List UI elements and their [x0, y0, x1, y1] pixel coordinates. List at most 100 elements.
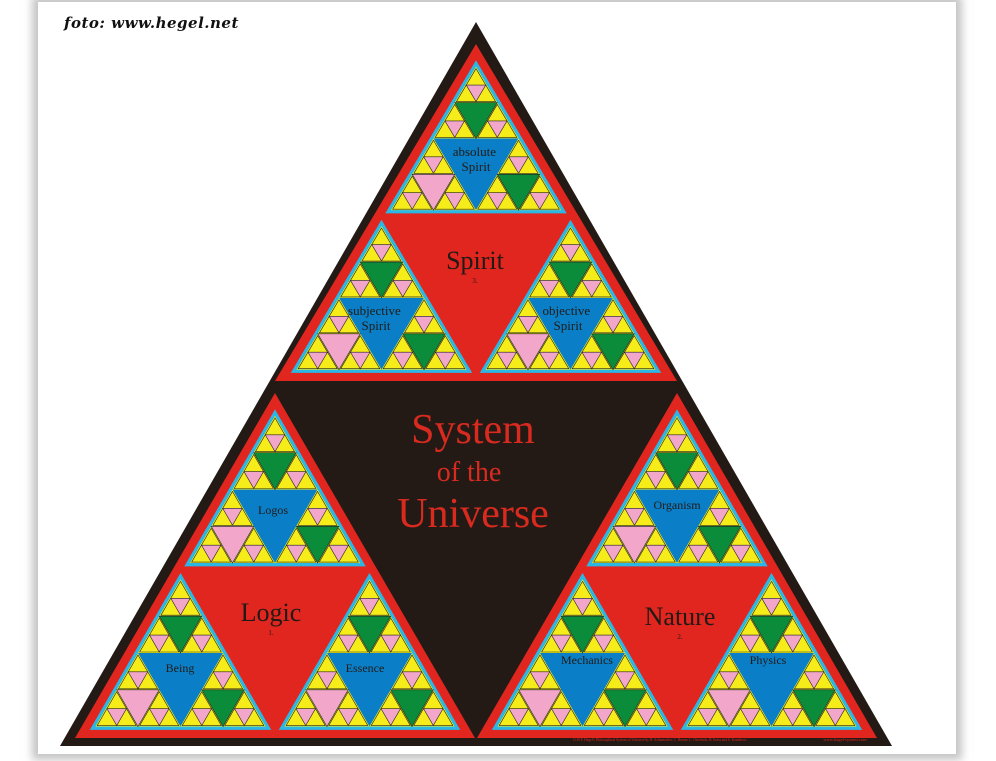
section-number-logic: 1.	[268, 629, 274, 637]
subsection-being: Being	[166, 661, 195, 675]
pattern-cell-center	[730, 544, 752, 563]
pattern-cell-center	[212, 671, 234, 690]
pattern-cell-center	[529, 192, 551, 210]
pattern-cell-center	[444, 120, 466, 139]
pattern-block-center	[728, 652, 815, 727]
pattern-subblock-center	[518, 689, 562, 728]
pattern-cell-center	[624, 508, 645, 526]
pattern-cell-center	[496, 351, 518, 370]
pattern-cell-center	[380, 634, 402, 653]
pattern-subblock-center	[116, 689, 160, 728]
pattern-block-center	[137, 652, 224, 727]
pattern-subblock-center	[707, 689, 751, 728]
pattern-cell-center	[349, 351, 371, 370]
pattern-cell-center	[307, 508, 328, 526]
pattern-block-center	[539, 652, 626, 727]
pattern-cell-center	[285, 471, 307, 490]
pattern-cell-center	[337, 708, 359, 727]
pattern-cell-center	[401, 671, 423, 690]
pattern-subblock-center	[359, 261, 404, 299]
pattern-cell-center	[687, 471, 709, 490]
pattern-cell-center	[645, 544, 667, 563]
pattern-cell-center	[538, 280, 560, 298]
pattern-cell-center	[761, 597, 782, 616]
pattern-cell-center	[127, 671, 149, 690]
pattern-cell-center	[593, 708, 615, 727]
pattern-cell-center	[739, 708, 761, 727]
pattern-cell-center	[614, 671, 636, 690]
pattern-cell-center	[170, 597, 191, 616]
pattern-subblock-center	[591, 333, 635, 371]
pattern-subblock-center	[347, 615, 392, 654]
pattern-subblock-center	[158, 615, 203, 654]
subsection-subjective-spirit-text-line2: Spirit	[362, 318, 391, 333]
pattern-cell-center	[782, 634, 804, 653]
pattern-cell-center	[243, 544, 265, 563]
pattern-subblock-center	[749, 615, 794, 654]
pattern-cell-center	[380, 708, 402, 727]
pattern-subblock-center	[603, 689, 647, 728]
pattern-subblock-center	[210, 525, 255, 564]
pattern-cell-center	[191, 634, 213, 653]
pattern-subblock-center	[560, 615, 605, 654]
pattern-cell-center	[423, 156, 444, 174]
pattern-cell-center	[581, 351, 603, 370]
pattern-block-center	[326, 652, 413, 727]
pattern-cell-center	[349, 280, 371, 298]
pattern-cell-center	[739, 634, 761, 653]
pattern-cell-center	[316, 671, 338, 690]
pattern-cell-center	[824, 708, 846, 727]
pattern-subblock-center	[548, 261, 593, 299]
pattern-subblock-center	[697, 525, 742, 564]
pattern-subblock-center	[305, 689, 349, 728]
pattern-subblock-center	[411, 173, 456, 211]
pattern-cell-center	[550, 708, 572, 727]
pattern-cell-center	[602, 316, 624, 334]
pattern-cell-center	[508, 708, 530, 727]
subsection-organism: Organism	[653, 498, 701, 512]
pattern-subblock-center	[295, 525, 340, 564]
pattern-cell-center	[517, 316, 539, 334]
subsection-subjective-spirit: subjective Spirit	[348, 303, 404, 333]
pattern-cell-center	[148, 708, 170, 727]
pattern-subblock-center	[655, 452, 699, 491]
subsection-objective-spirit-text-line2: Spirit	[554, 318, 583, 333]
pattern-cell-center	[295, 708, 317, 727]
pattern-cell-center	[529, 671, 551, 690]
pattern-subblock-center	[402, 333, 446, 371]
pattern-cell-center	[803, 671, 825, 690]
pattern-cell-center	[645, 471, 667, 490]
pattern-block-center	[634, 489, 720, 564]
section-label-logic: Logic	[241, 598, 302, 627]
pattern-cell-center	[782, 708, 804, 727]
footer-url: www.hegel-system.com	[823, 737, 867, 742]
section-number-nature: 2.	[677, 633, 683, 641]
title-line-of-the: of the	[437, 457, 502, 488]
subsection-objective-spirit-text: objective	[543, 303, 591, 318]
pattern-cell-center	[392, 280, 414, 298]
pattern-cell-center	[538, 351, 560, 370]
pattern-cell-center	[106, 708, 128, 727]
title-line-system: System	[411, 407, 535, 453]
pattern-cell-center	[401, 192, 423, 210]
pattern-cell-center	[718, 671, 740, 690]
pattern-subblock-center	[390, 689, 434, 728]
pattern-cell-center	[444, 192, 466, 210]
pattern-cell-center	[422, 708, 444, 727]
pattern-cell-center	[687, 544, 709, 563]
subsection-physics: Physics	[750, 653, 787, 667]
pattern-cell-center	[328, 316, 350, 334]
footer-citation: G.W.F. Hegel's Philosophical System of U…	[573, 738, 747, 743]
pattern-subblock-center	[317, 333, 361, 371]
pattern-cell-center	[200, 544, 222, 563]
subsection-mechanics: Mechanics	[561, 653, 613, 667]
pattern-cell-center	[508, 156, 529, 174]
pattern-subblock-center	[253, 452, 297, 491]
subsection-essence: Essence	[346, 661, 385, 675]
pattern-cell-center	[359, 597, 380, 616]
pattern-cell-center	[148, 634, 170, 653]
subsection-absolute-spirit-text: absolute	[453, 144, 497, 159]
subsection-subjective-spirit-text: subjective	[348, 303, 401, 318]
pattern-block-center	[338, 297, 425, 370]
